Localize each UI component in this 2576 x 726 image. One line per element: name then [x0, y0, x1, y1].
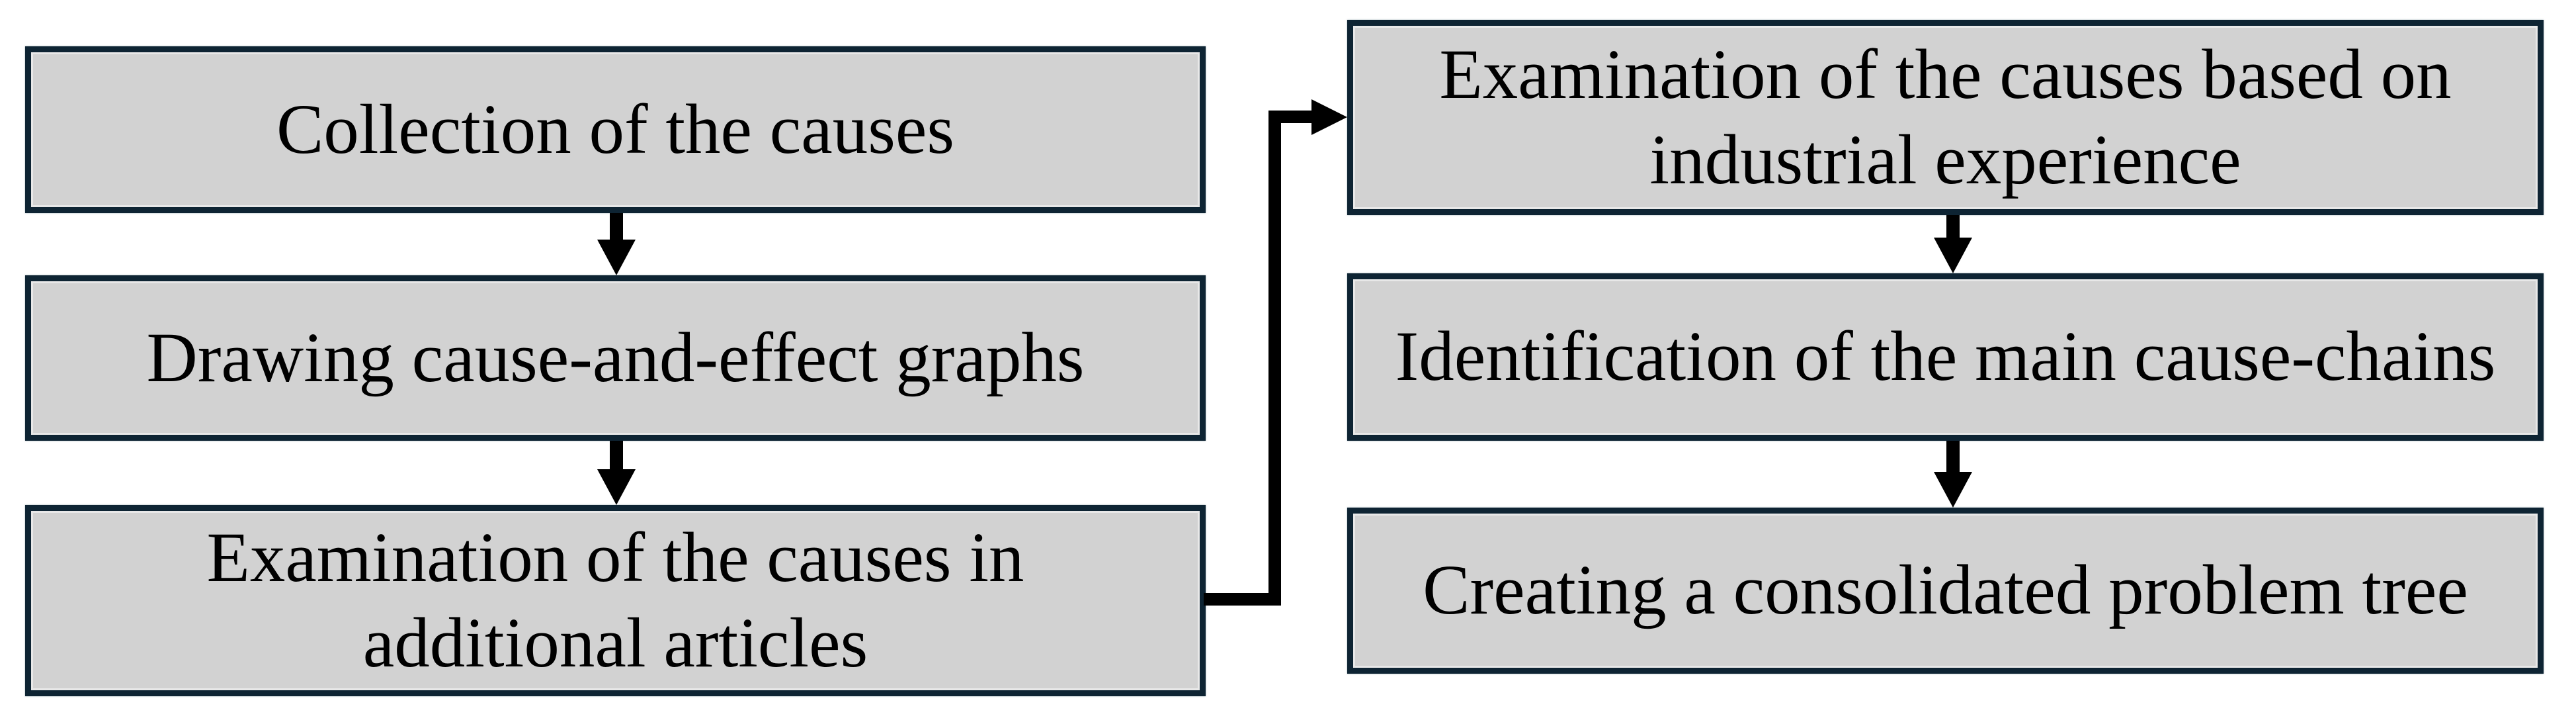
- down-arrow-connector-right-1: [1934, 215, 1972, 273]
- arrow-head-icon: [1934, 472, 1972, 508]
- step-examination-additional-articles: Examination of the causes in additional …: [25, 505, 1206, 696]
- step-label: additional articles: [362, 604, 868, 682]
- elbow-segment-vertical: [1268, 111, 1281, 606]
- step-label: Drawing cause-and-effect graphs: [146, 318, 1085, 397]
- step-identification-main-cause-chains: Identification of the main cause-chains: [1347, 273, 2544, 441]
- arrow-shaft: [1946, 441, 1960, 475]
- arrow-head-icon: [1934, 238, 1972, 273]
- step-drawing-cause-and-effect-graphs: Drawing cause-and-effect graphs: [25, 275, 1206, 441]
- arrow-head-icon: [1311, 99, 1347, 135]
- down-arrow-connector-right-2: [1934, 441, 1972, 508]
- arrow-shaft: [1946, 215, 1960, 240]
- elbow-segment-horizontal-bottom: [1204, 593, 1281, 606]
- step-examination-industrial-experience: Examination of the causes based on indus…: [1347, 20, 2544, 215]
- arrow-head-icon: [597, 469, 636, 505]
- arrow-shaft: [610, 213, 623, 242]
- down-arrow-connector-left-1: [597, 213, 636, 275]
- step-label: Examination of the causes in: [206, 519, 1024, 598]
- elbow-segment-horizontal-top: [1268, 111, 1312, 123]
- step-creating-consolidated-problem-tree: Creating a consolidated problem tree: [1347, 508, 2544, 674]
- step-label: Identification of the main cause-chains: [1395, 318, 2496, 396]
- arrow-shaft: [610, 441, 623, 472]
- step-label: Examination of the causes based on: [1439, 36, 2452, 114]
- step-label: industrial experience: [1649, 120, 2241, 199]
- down-arrow-connector-left-2: [597, 441, 636, 505]
- step-label: Collection of the causes: [276, 90, 955, 169]
- arrow-head-icon: [597, 240, 636, 275]
- step-collection-of-causes: Collection of the causes: [25, 46, 1206, 213]
- step-label: Creating a consolidated problem tree: [1423, 551, 2468, 630]
